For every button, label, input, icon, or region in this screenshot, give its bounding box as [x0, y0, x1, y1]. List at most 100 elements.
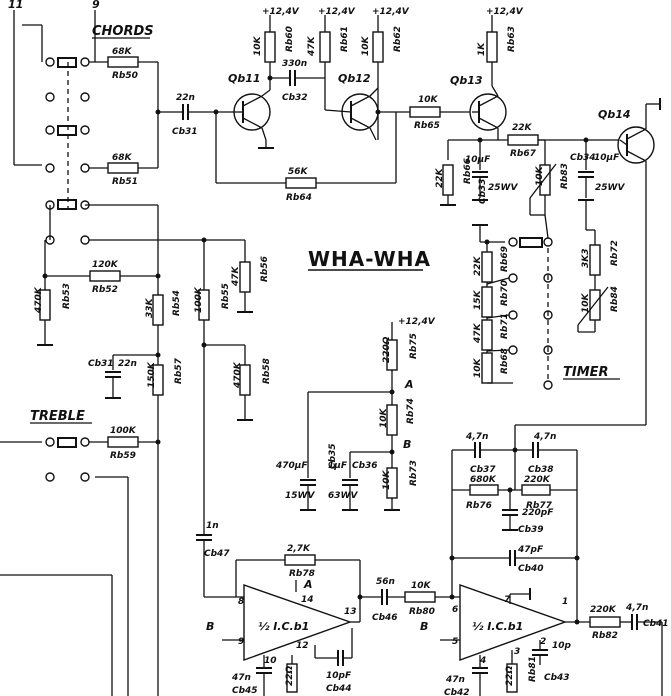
op-amp-2-pin-1: 1 — [562, 597, 568, 607]
transistor-qb13: Qb13 — [450, 74, 507, 131]
resistor-rb61: 47K Rb61 — [307, 15, 350, 110]
svg-text:220K: 220K — [590, 605, 617, 615]
treble-label: TREBLE — [30, 409, 85, 424]
resistor-rb69: 22K Rb69 — [473, 242, 510, 283]
page-marker-left: 11 — [8, 0, 23, 11]
capacitor-cb38: 4,7n Cb38 — [528, 432, 556, 475]
svg-text:10K: 10K — [535, 165, 545, 186]
resistor-rb50: 68K Rb50 — [89, 47, 158, 81]
capacitor-cb45: 47n Cb45 — [231, 655, 272, 696]
supply-label-4: +12,4V — [486, 7, 524, 17]
svg-text:Rb75: Rb75 — [409, 333, 419, 359]
svg-text:Rb51: Rb51 — [112, 177, 138, 187]
op-amp-1-pin-9: 9 — [238, 637, 244, 647]
page-marker-right: 9 — [92, 0, 100, 11]
svg-text:47K: 47K — [231, 265, 241, 287]
svg-text:Cb45: Cb45 — [232, 686, 258, 696]
resistor-rb62: 10K Rb62 — [361, 26, 403, 63]
svg-text:Rb67: Rb67 — [510, 149, 537, 159]
svg-text:22n: 22n — [118, 359, 137, 369]
capacitor-cb31-top: 22n Cb31 — [172, 93, 232, 137]
capacitor-cb34: Cb34 10µF 25WV — [570, 140, 625, 201]
svg-text:47n: 47n — [445, 675, 465, 685]
svg-text:Rb50: Rb50 — [112, 71, 138, 81]
svg-text:Cb31: Cb31 — [172, 127, 198, 137]
svg-text:22n: 22n — [176, 93, 195, 103]
svg-text:63WV: 63WV — [328, 491, 358, 501]
svg-text:10K: 10K — [361, 35, 371, 56]
svg-text:Rb62: Rb62 — [393, 26, 403, 52]
svg-text:68K: 68K — [112, 153, 133, 163]
resistor-rb55: 100K Rb55 — [194, 283, 231, 321]
resistor-rb79: 22Ω — [285, 655, 298, 693]
svg-text:Qb12: Qb12 — [338, 72, 371, 85]
resistor-rb80: 10K Rb80 — [404, 581, 436, 617]
svg-text:Rb77: Rb77 — [526, 501, 553, 511]
svg-text:25WV: 25WV — [488, 183, 518, 193]
op-amp-2-pin-4: 4 — [479, 656, 486, 666]
svg-text:1µF: 1µF — [328, 461, 348, 471]
capacitor-cb44: 10pF Cb44 — [314, 628, 353, 694]
svg-text:Rb53: Rb53 — [62, 283, 72, 309]
svg-text:Rb78: Rb78 — [289, 569, 315, 579]
op-amp-2-pin-2: 2 — [540, 637, 546, 647]
svg-text:47K: 47K — [473, 322, 483, 344]
op-amp-2-pin-7: 7 — [504, 595, 511, 605]
svg-text:Rb71: Rb71 — [500, 313, 510, 339]
svg-text:10K: 10K — [253, 35, 263, 56]
svg-text:Cb33: Cb33 — [478, 178, 488, 204]
svg-text:Cb44: Cb44 — [326, 684, 352, 694]
svg-text:56n: 56n — [376, 577, 395, 587]
svg-text:150K: 150K — [147, 361, 157, 388]
svg-text:25WV: 25WV — [595, 183, 625, 193]
svg-text:100K: 100K — [110, 426, 137, 436]
svg-text:10K: 10K — [418, 95, 439, 105]
svg-text:120K: 120K — [92, 260, 119, 270]
resistor-rb75: 220Ω Rb75 — [382, 333, 419, 371]
svg-text:Rb56: Rb56 — [260, 256, 270, 282]
svg-text:Rb82: Rb82 — [592, 631, 618, 641]
svg-text:4,7n: 4,7n — [625, 603, 648, 613]
svg-text:Cb35: Cb35 — [328, 443, 338, 469]
resistor-rb74: 10K Rb74 — [379, 398, 416, 436]
svg-text:Rb83: Rb83 — [560, 163, 570, 189]
svg-text:33K: 33K — [145, 297, 155, 318]
resistor-rb53: 470K Rb53 — [34, 283, 72, 321]
capacitor-cb47: 1n Cb47 — [196, 521, 230, 597]
resistor-rb76: 680K Rb76 — [452, 475, 499, 511]
svg-text:Qb14: Qb14 — [598, 108, 631, 121]
resistor-rb82: 220K Rb82 — [589, 605, 621, 641]
svg-text:Rb57: Rb57 — [174, 357, 184, 384]
timer-switch — [472, 214, 553, 390]
svg-text:Cb46: Cb46 — [372, 613, 398, 623]
svg-text:3K3: 3K3 — [581, 249, 591, 269]
capacitor-cb40: 47pF Cb40 — [452, 545, 577, 574]
resistor-rb71: 47K Rb71 — [473, 313, 510, 351]
capacitor-cb32: 330n Cb32 — [270, 59, 325, 103]
svg-text:470K: 470K — [233, 361, 243, 389]
svg-text:Rb60: Rb60 — [285, 26, 295, 52]
svg-text:22Ω: 22Ω — [505, 665, 515, 686]
svg-text:Cb34: Cb34 — [570, 153, 596, 163]
op-amp-2: ½ I.C.b1 1 2 3 4 5 6 7 — [452, 584, 568, 666]
svg-text:Rb70: Rb70 — [500, 280, 510, 306]
svg-text:2,7K: 2,7K — [287, 544, 311, 554]
svg-text:Rb74: Rb74 — [406, 398, 416, 424]
op-amp-1: ½ I.C.b1 8 9 10 12 13 14 — [238, 584, 357, 666]
svg-text:15K: 15K — [473, 289, 483, 310]
capacitor-cb31-left: Cb31 22n — [88, 354, 158, 399]
svg-text:1n: 1n — [206, 521, 219, 531]
node-a-label: A — [404, 378, 414, 391]
capacitor-cb43: 10p Cb43 — [532, 640, 572, 683]
svg-text:Rb69: Rb69 — [500, 246, 510, 272]
svg-text:Cb36: Cb36 — [352, 461, 378, 471]
resistor-rb56: 47K Rb56 — [231, 256, 270, 293]
capacitor-cb42: 47n Cb42 — [444, 655, 488, 696]
svg-text:Rb76: Rb76 — [466, 501, 492, 511]
svg-text:Cb32: Cb32 — [282, 93, 308, 103]
diagram-title: WHA-WHA — [308, 247, 431, 271]
svg-text:Rb64: Rb64 — [286, 193, 312, 203]
svg-text:Rb72: Rb72 — [610, 240, 620, 266]
svg-text:Rb81: Rb81 — [528, 656, 538, 682]
